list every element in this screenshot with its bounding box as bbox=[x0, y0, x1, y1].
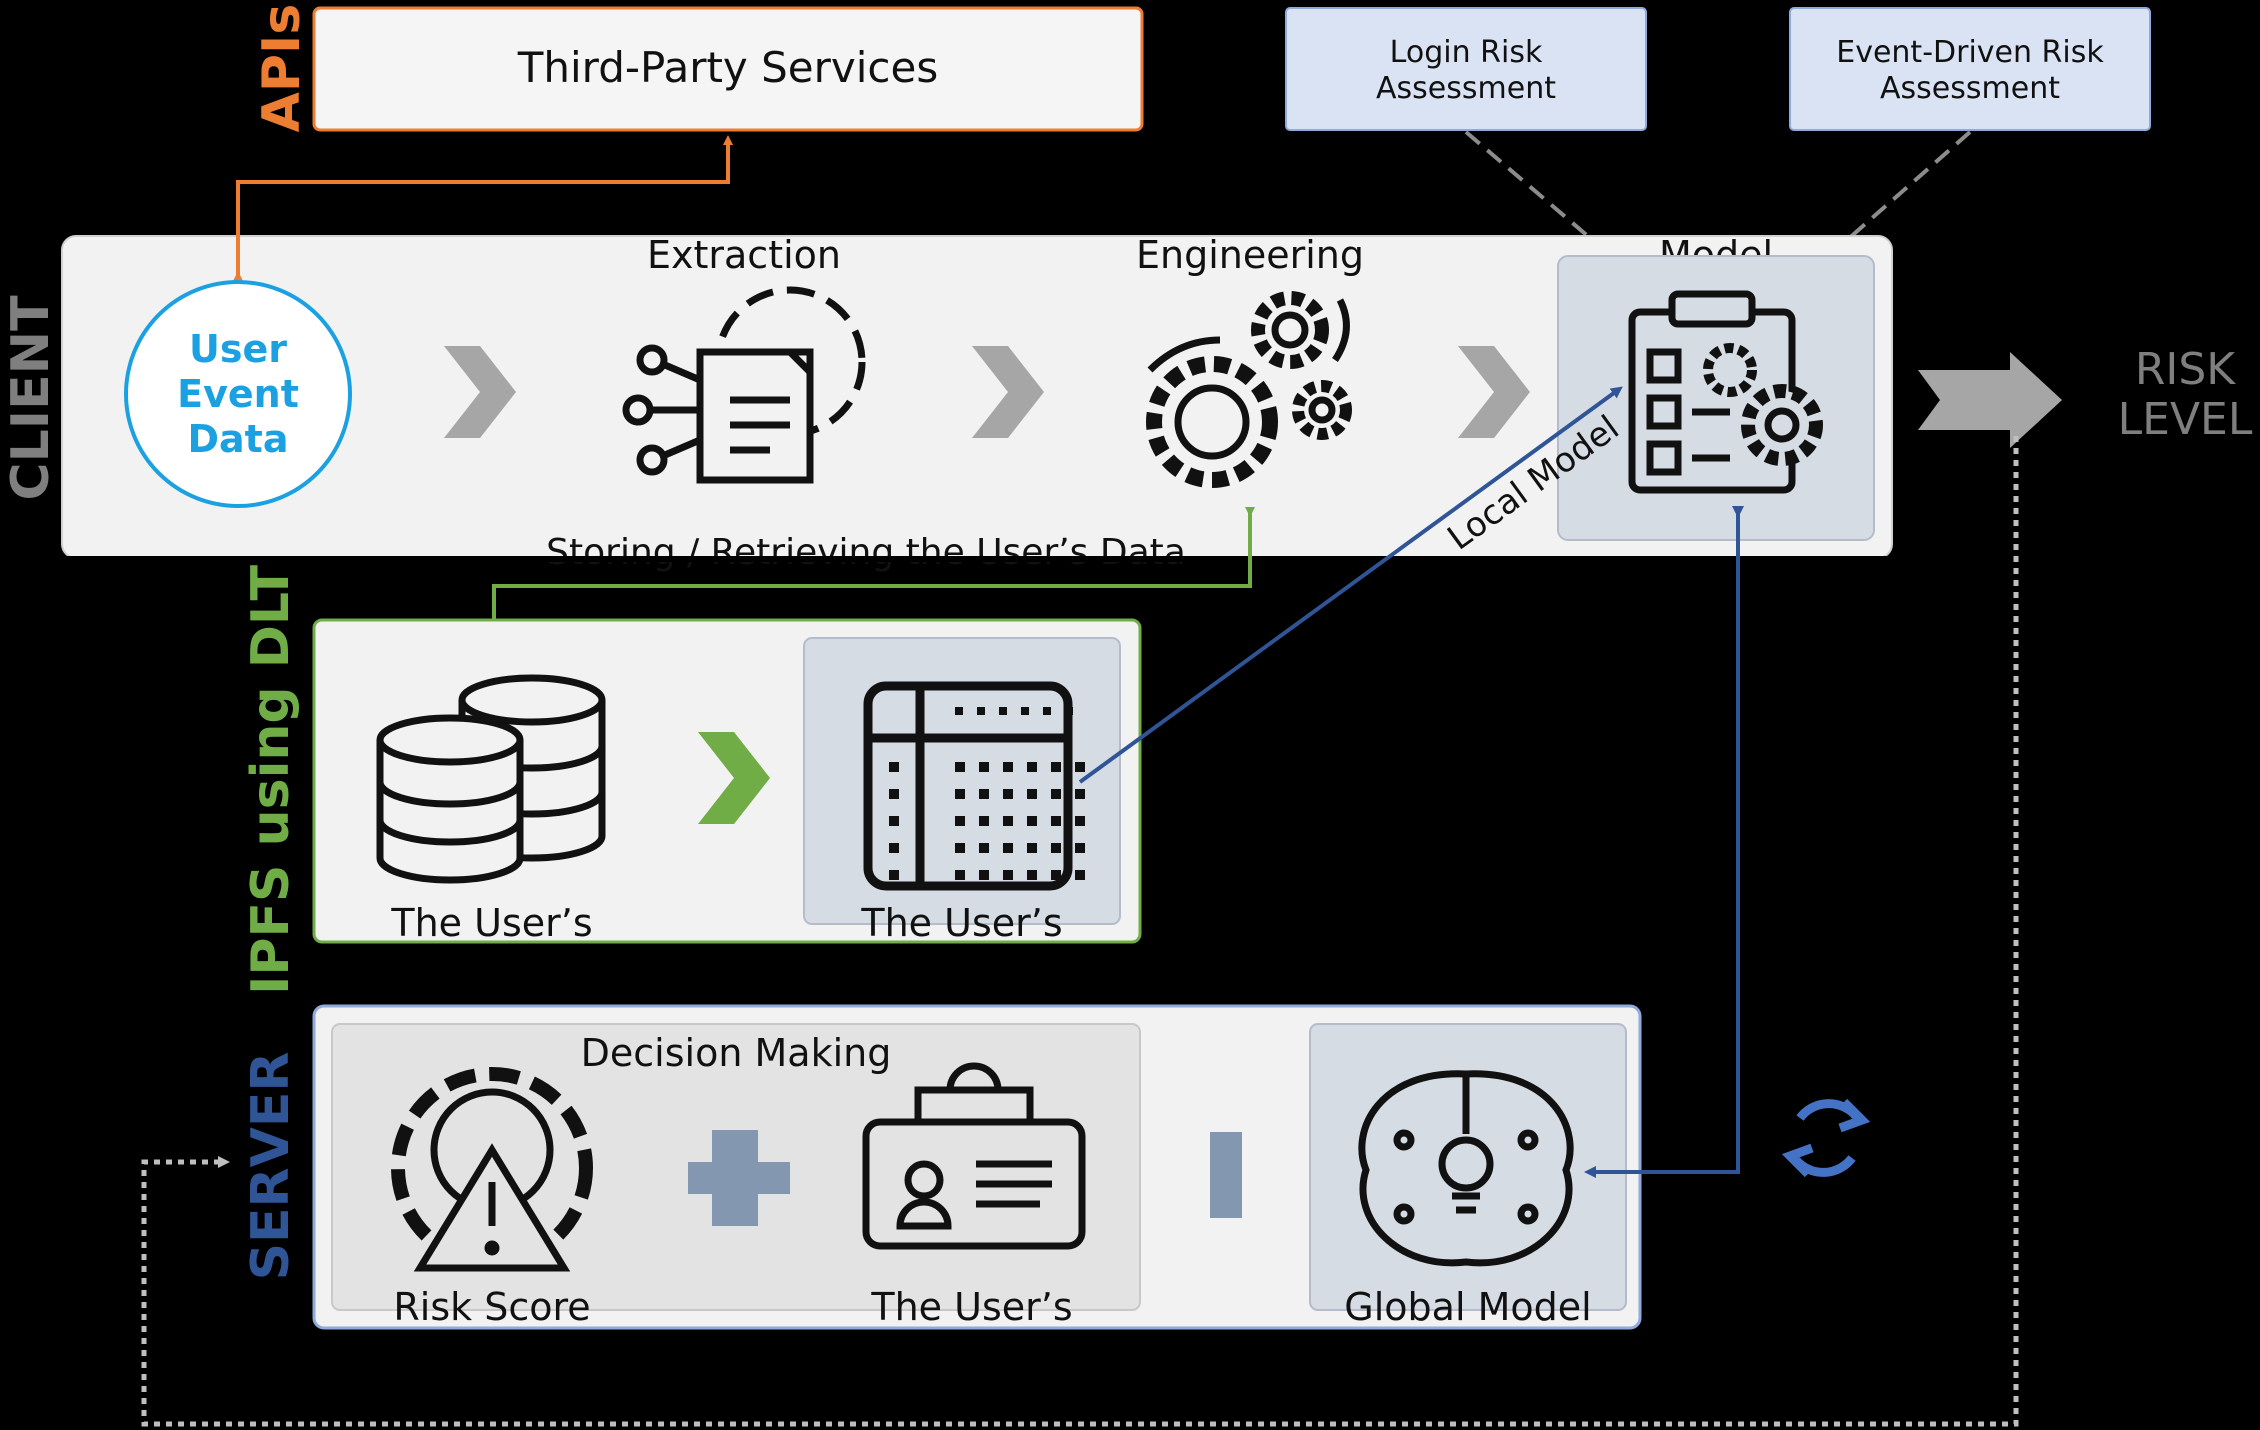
login-risk-box bbox=[1285, 7, 1647, 131]
separator-bar bbox=[1210, 1132, 1242, 1218]
user-event-data-circle bbox=[124, 280, 352, 508]
risk-score-label: Risk Score bbox=[393, 1285, 590, 1329]
login-risk-label-2: Assessment bbox=[1376, 71, 1556, 106]
extraction-icon bbox=[622, 286, 866, 484]
grid-dot bbox=[979, 870, 989, 880]
global-model-box bbox=[1309, 1023, 1627, 1311]
ipfs-right-label: The User’s bbox=[860, 901, 1062, 945]
grid-dot bbox=[979, 762, 989, 772]
grid-dot bbox=[1027, 870, 1037, 880]
ipfs-table-box bbox=[803, 637, 1121, 925]
grid-dot bbox=[1051, 816, 1061, 826]
grid-dot bbox=[889, 816, 899, 826]
grid-dot bbox=[955, 707, 963, 715]
local-model-connector bbox=[1078, 386, 1623, 784]
global-model-connector bbox=[1584, 506, 1744, 1178]
table-grid-icon bbox=[863, 681, 1073, 891]
grid-dot bbox=[1021, 707, 1029, 715]
login-dashed-connector bbox=[1464, 130, 1612, 257]
grid-dot bbox=[889, 762, 899, 772]
ipfs-left-label: The User’s bbox=[390, 901, 592, 945]
third-party-label: Third-Party Services bbox=[517, 43, 939, 92]
grid-dot bbox=[1051, 789, 1061, 799]
grid-dot bbox=[955, 843, 965, 853]
grid-dot bbox=[889, 789, 899, 799]
grid-dot bbox=[955, 789, 965, 799]
grid-dot bbox=[889, 870, 899, 880]
section-apis-label: APIs bbox=[252, 4, 312, 133]
server-user-label: The User’s bbox=[870, 1285, 1072, 1329]
login-risk-label-1: Login Risk bbox=[1390, 35, 1543, 70]
grid-dot bbox=[889, 843, 899, 853]
risk-level-arrow bbox=[1918, 352, 2062, 448]
grid-dot bbox=[1075, 870, 1085, 880]
global-model-label: Global Model bbox=[1344, 1285, 1591, 1329]
grid-dot bbox=[1027, 762, 1037, 772]
grid-dot bbox=[979, 789, 989, 799]
section-ipfs-label: IPFS using DLT bbox=[241, 565, 301, 995]
grid-dot bbox=[955, 870, 965, 880]
section-client-label: CLIENT bbox=[1, 295, 61, 501]
grid-dot bbox=[955, 762, 965, 772]
section-server-label: SERVER bbox=[241, 1052, 301, 1281]
grid-dot bbox=[979, 843, 989, 853]
event-risk-label-2: Assessment bbox=[1880, 71, 2060, 106]
grid-dot bbox=[1027, 843, 1037, 853]
chevron-icon bbox=[972, 346, 1044, 438]
grid-dot bbox=[1003, 843, 1013, 853]
green-chevron-icon bbox=[698, 732, 770, 824]
grid-dot bbox=[1003, 816, 1013, 826]
sync-icon bbox=[1781, 1098, 1871, 1178]
feedback-loop-connector bbox=[141, 436, 2019, 1427]
event-dashed-connector bbox=[1828, 130, 1972, 257]
id-card-icon bbox=[862, 1062, 1086, 1250]
grid-dot bbox=[1051, 870, 1061, 880]
chevron-icon bbox=[444, 346, 516, 438]
api-connector bbox=[233, 135, 733, 281]
risk-level-line-1: RISK bbox=[2135, 344, 2236, 395]
grid-dot bbox=[955, 816, 965, 826]
risk-level-line-2: LEVEL bbox=[2118, 394, 2253, 445]
grid-dot bbox=[1075, 789, 1085, 799]
grid-dot bbox=[1027, 816, 1037, 826]
storing-label: Storing / Retrieving the User’s Data bbox=[546, 532, 1186, 573]
extraction-label: Extraction bbox=[647, 233, 841, 277]
grid-dot bbox=[1043, 707, 1051, 715]
decision-making-label: Decision Making bbox=[581, 1031, 892, 1075]
brain-circuit-icon bbox=[1358, 1070, 1574, 1267]
grid-dot bbox=[1027, 789, 1037, 799]
event-risk-box bbox=[1789, 7, 2151, 131]
model-clipboard-icon bbox=[1628, 290, 1823, 494]
grid-dot bbox=[1075, 816, 1085, 826]
grid-dot bbox=[1003, 789, 1013, 799]
risk-score-icon bbox=[391, 1067, 593, 1272]
client-band-bottom-edge bbox=[62, 556, 1892, 562]
grid-dot bbox=[1051, 843, 1061, 853]
grid-dot bbox=[1075, 762, 1085, 772]
table-grid-dots bbox=[889, 707, 1085, 880]
grid-dot bbox=[1003, 762, 1013, 772]
grid-dot bbox=[1003, 870, 1013, 880]
database-icon bbox=[376, 674, 606, 884]
user-event-line-2: Event bbox=[177, 372, 299, 416]
chevron-icon bbox=[1458, 346, 1530, 438]
plus-icon bbox=[688, 1130, 790, 1226]
user-event-line-1: User bbox=[189, 327, 287, 371]
grid-dot bbox=[1065, 707, 1073, 715]
grid-dot bbox=[999, 707, 1007, 715]
grid-dot bbox=[979, 816, 989, 826]
grid-dot bbox=[1051, 762, 1061, 772]
user-event-line-3: Data bbox=[188, 417, 289, 461]
engineering-gears-icon bbox=[1146, 291, 1352, 488]
event-risk-label-1: Event-Driven Risk bbox=[1836, 35, 2104, 70]
third-party-box bbox=[312, 6, 1144, 132]
grid-dot bbox=[977, 707, 985, 715]
engineering-label: Engineering bbox=[1136, 233, 1364, 277]
grid-dot bbox=[1075, 843, 1085, 853]
